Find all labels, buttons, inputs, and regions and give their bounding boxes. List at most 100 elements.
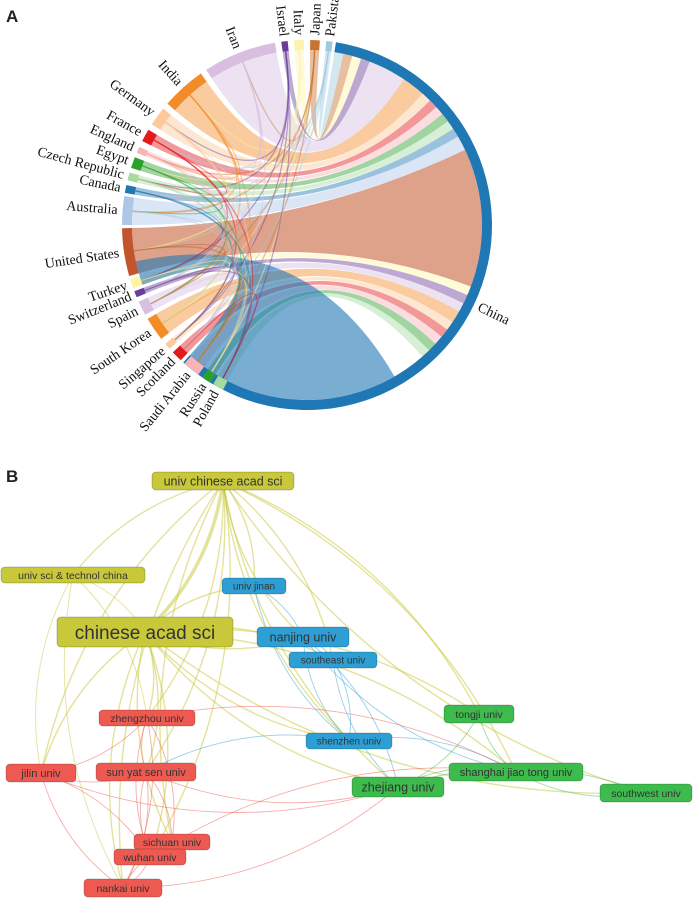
ribbon-turkey-russia — [140, 264, 248, 373]
ribbon-pakistan-china — [319, 50, 344, 139]
node-jilin-univ[interactable]: jilin univ — [5, 763, 77, 783]
link-n1-n14 — [222, 480, 480, 715]
country-arc-egypt — [131, 157, 145, 171]
ribbon-spain-scotland — [150, 272, 239, 350]
node-box — [5, 763, 77, 783]
link-n9-n15 — [40, 772, 399, 813]
node-label: nankai univ — [96, 883, 150, 895]
ribbon-pakistan-israel — [285, 51, 329, 139]
node-label: sichuan univ — [143, 837, 202, 849]
node-sun-yat-sen-univ[interactable]: sun yat sen univ — [95, 762, 197, 782]
node-label: univ jinan — [233, 582, 275, 593]
node-box — [256, 626, 350, 648]
ribbon-czech-republic-russia — [138, 178, 247, 373]
ribbon-south-korea-china — [156, 268, 460, 333]
ribbon-switzerland-singapore — [144, 266, 235, 341]
node-zhengzhou-univ[interactable]: zhengzhou univ — [98, 709, 196, 727]
ribbon-india-spain — [150, 94, 241, 305]
node-label: southeast univ — [301, 656, 366, 667]
panel-b-letter: B — [6, 467, 18, 486]
link-n9-n13 — [40, 772, 124, 889]
ribbon-czech-republic-china — [137, 121, 454, 196]
node-nankai-univ[interactable]: nankai univ — [83, 878, 163, 898]
ribbon-japan-england — [146, 50, 316, 175]
node-box — [0, 566, 146, 584]
node-shenzhen-univ[interactable]: shenzhen univ — [305, 732, 393, 750]
node-tongji-univ[interactable]: tongji univ — [443, 704, 515, 724]
ribbon-canada-turkey — [135, 190, 224, 282]
ribbon-switzerland-poland — [144, 270, 253, 379]
link-n4-n7 — [253, 585, 350, 742]
node-zhejiang-univ[interactable]: zhejiang univ — [351, 776, 445, 798]
node-univ-chinese-acad-sci[interactable]: univ chinese acad sci — [151, 471, 295, 491]
country-arc-iran — [206, 42, 277, 79]
ribbon-canada-china — [134, 128, 459, 203]
country-arc-czech-republic — [127, 172, 140, 183]
ribbon-england-scotland — [146, 153, 238, 350]
ribbon-japan-china — [309, 50, 353, 140]
node-southeast-univ[interactable]: southeast univ — [288, 651, 378, 669]
ribbon-czech-republic-south-korea — [138, 178, 230, 324]
link-n1-n13 — [118, 480, 224, 889]
link-n6-n15 — [332, 659, 399, 788]
country-label-china: China — [475, 300, 512, 328]
node-box — [599, 783, 693, 803]
link-n1-n3 — [143, 480, 225, 634]
ribbon-france-poland — [153, 139, 254, 379]
ribbon-israel-poland — [222, 51, 291, 379]
country-arc-russia — [202, 369, 216, 383]
ribbon-france-singapore — [153, 139, 237, 341]
ribbon-japan-spain — [150, 50, 316, 305]
country-label-iran: Iran — [222, 25, 244, 51]
country-label-pakistan: Pakistan — [323, 0, 344, 37]
ribbon-israel-turkey — [140, 51, 289, 282]
node-label: shanghai jiao tong univ — [460, 767, 573, 779]
ribbon-canada-singapore — [135, 190, 233, 341]
country-label-japan: Japan — [308, 3, 324, 36]
ribbon-iran-france — [153, 61, 263, 170]
country-arc-scotland — [172, 345, 188, 361]
node-chinese-acad-sci[interactable]: chinese acad sci — [56, 616, 234, 648]
node-label: wuhan univ — [122, 852, 177, 864]
country-arc-singapore — [165, 337, 177, 349]
link-n10-n13 — [122, 771, 149, 889]
ribbon-australia-china — [132, 136, 466, 225]
ribbon-india-australia — [132, 94, 238, 214]
node-wuhan-univ[interactable]: wuhan univ — [113, 848, 187, 866]
country-arc-switzerland — [134, 287, 146, 298]
ribbon-france-turkey — [140, 139, 228, 282]
ribbon-india-saudi-arabia — [189, 94, 251, 362]
node-label: southwest univ — [611, 788, 681, 800]
ribbon-germany-united-states — [133, 121, 230, 252]
node-nanjing-univ[interactable]: nanjing univ — [256, 626, 350, 648]
node-univ-jinan[interactable]: univ jinan — [221, 577, 287, 595]
node-label: shenzhen univ — [317, 737, 382, 748]
country-arc-spain — [138, 297, 154, 315]
node-box — [56, 616, 234, 648]
country-label-india: India — [155, 58, 186, 90]
node-univ-sci-technol-china[interactable]: univ sci & technol china — [0, 566, 146, 584]
network-links — [35, 480, 647, 889]
country-arc-japan — [310, 40, 320, 51]
ribbon-spain-china — [147, 262, 464, 312]
link-n13-n15 — [122, 786, 399, 889]
ribbon-united-states-china — [132, 149, 482, 287]
ribbon-iran-canada — [135, 61, 261, 198]
node-box — [95, 762, 197, 782]
ribbon-czech-republic-united-states — [133, 178, 222, 252]
ribbon-germany-russia — [165, 121, 251, 373]
country-arc-india — [167, 73, 207, 111]
ribbon-iran-switzerland — [144, 61, 262, 292]
node-label: univ sci & technol china — [18, 570, 128, 582]
country-label-israel: Israel — [272, 5, 291, 38]
ribbon-israel-czech-republic — [138, 51, 289, 190]
link-n3-n12 — [144, 631, 169, 858]
node-label: chinese acad sci — [75, 623, 215, 644]
node-shanghai-jiao-tong-univ[interactable]: shanghai jiao tong univ — [448, 762, 584, 782]
node-box — [305, 732, 393, 750]
link-n5-n15 — [302, 636, 399, 788]
country-arc-england — [136, 146, 149, 157]
node-southwest-univ[interactable]: southwest univ — [599, 783, 693, 803]
node-sichuan-univ[interactable]: sichuan univ — [133, 833, 211, 851]
